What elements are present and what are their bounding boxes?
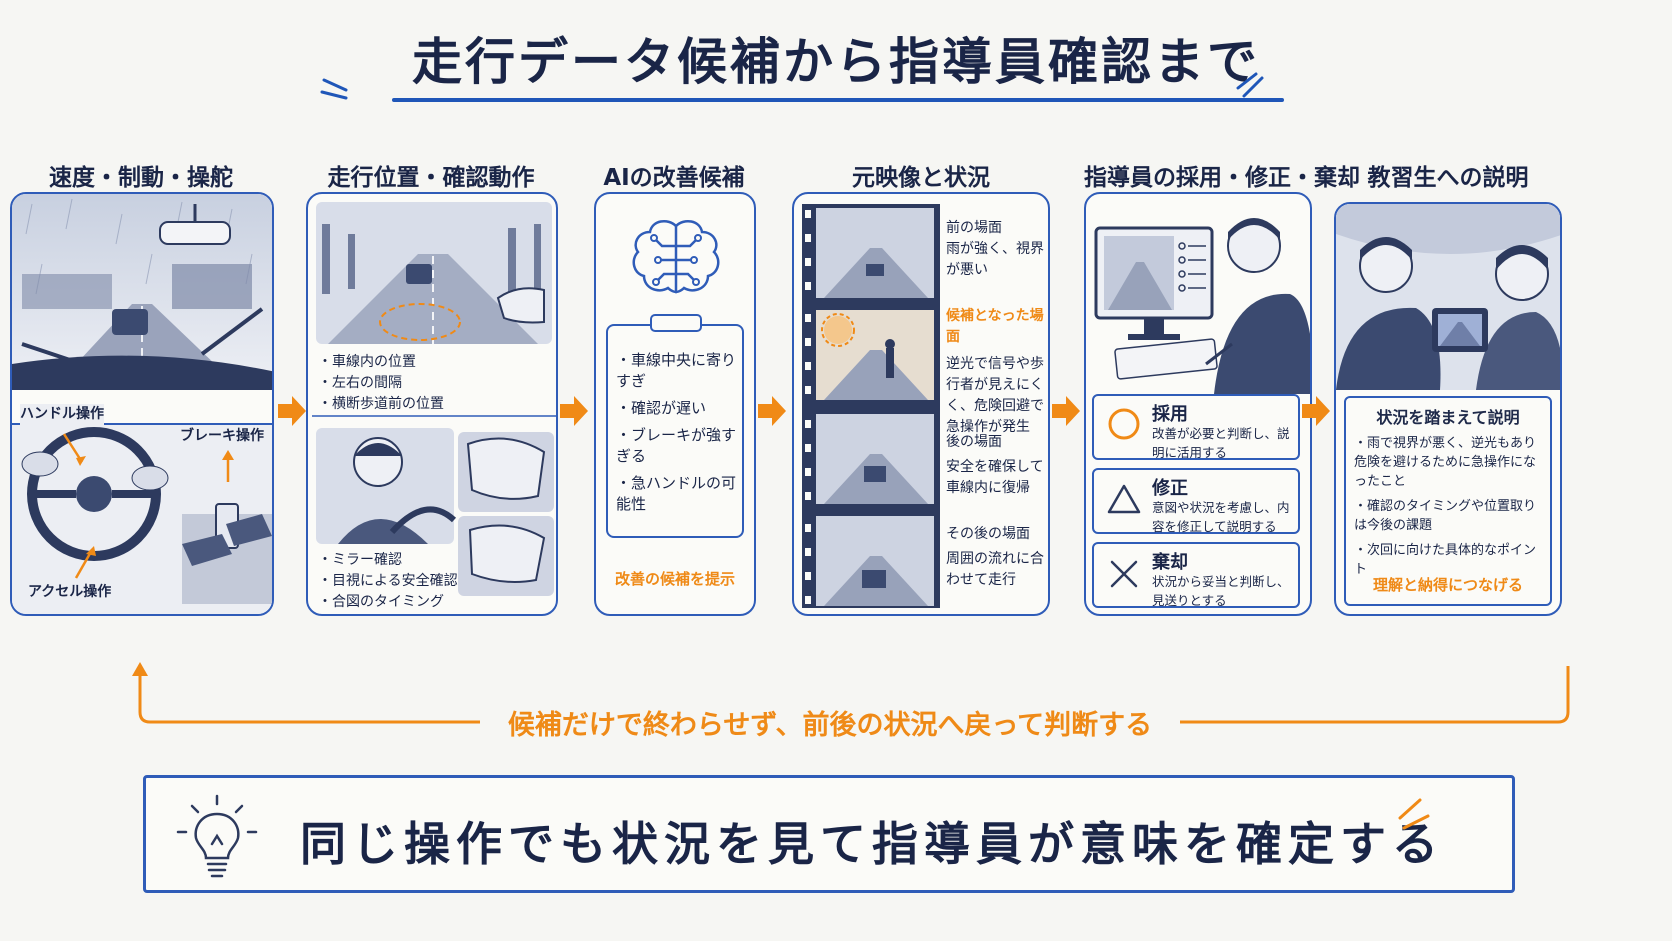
bullet-item: ミラー確認 xyxy=(318,550,458,571)
panel-position-checks: 車線内の位置 左右の間隔 横断歩道前の位置 ミラー確認 目視による安全確認 合図… xyxy=(306,192,558,616)
panel-instructor-decision: 採用 改善が必要と判断し、説明に活用する 修正 意図や状況を考慮し、内容を修正し… xyxy=(1084,192,1312,616)
accent-marks-left xyxy=(320,78,348,100)
frame-later: その後の場面 周囲の流れに合わせて走行 xyxy=(946,524,1046,591)
bullet-item: 合図のタイミング xyxy=(318,592,458,613)
option-title: 採用 xyxy=(1152,404,1188,425)
key-message-box xyxy=(143,775,1515,893)
bullet-item: 雨で視界が悪く、逆光もあり危険を避けるために急操作になったこと xyxy=(1354,434,1548,491)
clipboard-clip xyxy=(650,314,702,332)
label-accel: アクセル操作 xyxy=(28,582,112,603)
heading-source-video: 元映像と状況 xyxy=(852,165,990,191)
option-adopt: 採用 改善が必要と判断し、説明に活用する xyxy=(1092,394,1300,460)
heading-instructor-decision: 指導員の採用・修正・棄却 xyxy=(1084,165,1360,191)
heading-student-explanation: 教習生への説明 xyxy=(1367,165,1529,191)
explanation-subheading: 状況を踏まえて説明 xyxy=(1376,408,1520,427)
bullet-item: 確認のタイミングや位置取りは今後の課題 xyxy=(1354,497,1548,535)
check-bullets: ミラー確認 目視による安全確認 合図のタイミング xyxy=(318,550,458,613)
label-steering: ハンドル操作 xyxy=(20,404,104,425)
bullet-item: 左右の間隔 xyxy=(318,373,444,394)
panel-driving-inputs: ハンドル操作 ブレーキ操作 アクセル操作 xyxy=(10,192,274,616)
option-revise: 修正 意図や状況を考慮し、内容を修正して説明する xyxy=(1092,468,1300,534)
explanation-footer: 理解と納得につなげる xyxy=(1372,576,1523,594)
frame-text: 逆光で信号や歩行者が見えにくく、危険回避で急操作が発生 xyxy=(946,356,1044,435)
explanation-bullets: 雨で視界が悪く、逆光もあり危険を避けるために急操作になったこと 確認のタイミング… xyxy=(1354,434,1548,579)
position-check-illustration xyxy=(312,202,556,596)
bullet-item: 車線内の位置 xyxy=(318,352,444,373)
heading-speed-braking-steering: 速度・制動・操舵 xyxy=(49,165,233,191)
instructor-illustration xyxy=(1094,218,1310,394)
position-bullets: 車線内の位置 左右の間隔 横断歩道前の位置 xyxy=(318,352,444,415)
circle-icon xyxy=(1108,408,1140,440)
triangle-icon xyxy=(1107,484,1141,514)
arrow-right-icon xyxy=(758,396,786,426)
option-title: 棄却 xyxy=(1152,552,1188,573)
panel-ai-candidates: 車線中央に寄りすぎ 確認が遅い ブレーキが強すぎる 急ハンドルの可能性 改善の候… xyxy=(594,192,756,616)
car-interior-illustration xyxy=(1336,204,1560,390)
option-title: 修正 xyxy=(1152,478,1188,499)
frame-text: 安全を確保して車線内に復帰 xyxy=(946,459,1044,496)
frame-title: 後の場面 xyxy=(946,434,1002,450)
arrow-right-icon xyxy=(1302,396,1330,426)
bullet-item: 目視による安全確認 xyxy=(318,571,458,592)
feedback-loop-label: 候補だけで終わらせず、前後の状況へ戻って判断する xyxy=(480,703,1180,742)
panel-source-video: 前の場面 雨が強く、視界が悪い 候補となった場面 逆光で信号や歩行者が見えにくく… xyxy=(792,192,1050,616)
candidate-item: 車線中央に寄りすぎ xyxy=(616,350,740,392)
frame-after: 後の場面 安全を確保して車線内に復帰 xyxy=(946,432,1046,499)
page-title: 走行データ候補から指導員確認まで xyxy=(412,33,1260,91)
option-desc: 意図や状況を考慮し、内容を修正して説明する xyxy=(1152,500,1290,534)
frame-title: 前の場面 xyxy=(946,220,1002,236)
option-desc: 状況から妥当と判断し、見送りとする xyxy=(1152,574,1290,608)
lightbulb-icon xyxy=(176,794,258,878)
heading-ai-candidates: AIの改善候補 xyxy=(603,165,745,191)
key-message: 同じ操作でも状況を見て指導員が意味を確定する xyxy=(300,817,1444,871)
option-reject: 棄却 状況から妥当と判断し、見送りとする xyxy=(1092,542,1300,608)
ai-footer: 改善の候補を提示 xyxy=(614,570,735,588)
candidate-item: 確認が遅い xyxy=(616,398,740,419)
title-underline xyxy=(392,98,1284,102)
frame-text: 周囲の流れに合わせて走行 xyxy=(946,551,1044,588)
brain-icon xyxy=(632,219,720,294)
frame-text: 雨が強く、視界が悪い xyxy=(946,241,1044,278)
cross-icon xyxy=(1110,560,1138,588)
accent-marks-message xyxy=(1398,798,1430,830)
label-brake: ブレーキ操作 xyxy=(180,426,264,447)
bullet-item: 横断歩道前の位置 xyxy=(318,394,444,415)
arrow-right-icon xyxy=(560,396,588,426)
explanation-card: 状況を踏まえて説明 雨で視界が悪く、逆光もあり危険を避けるために急操作になったこ… xyxy=(1344,396,1552,606)
arrow-right-icon xyxy=(1052,396,1080,426)
frame-candidate: 候補となった場面 逆光で信号や歩行者が見えにくく、危険回避で急操作が発生 xyxy=(946,306,1048,438)
candidate-item: ブレーキが強すぎる xyxy=(616,425,740,467)
bullet-item: 次回に向けた具体的なポイント xyxy=(1354,541,1548,579)
frame-title: 候補となった場面 xyxy=(946,308,1044,345)
arrow-right-icon xyxy=(278,396,306,426)
driving-scene-illustration xyxy=(12,194,272,614)
candidate-item: 急ハンドルの可能性 xyxy=(616,473,740,515)
heading-position-checking: 走行位置・確認動作 xyxy=(327,165,535,191)
accent-marks-right xyxy=(1236,72,1264,98)
film-strip xyxy=(802,204,940,608)
option-desc: 改善が必要と判断し、説明に活用する xyxy=(1152,426,1290,460)
panel-student-explanation: 状況を踏まえて説明 雨で視界が悪く、逆光もあり危険を避けるために急操作になったこ… xyxy=(1334,202,1562,616)
clipboard-icon xyxy=(606,314,744,538)
ai-candidate-list: 車線中央に寄りすぎ 確認が遅い ブレーキが強すぎる 急ハンドルの可能性 xyxy=(616,350,740,515)
frame-before: 前の場面 雨が強く、視界が悪い xyxy=(946,218,1046,281)
frame-title: その後の場面 xyxy=(946,526,1030,542)
